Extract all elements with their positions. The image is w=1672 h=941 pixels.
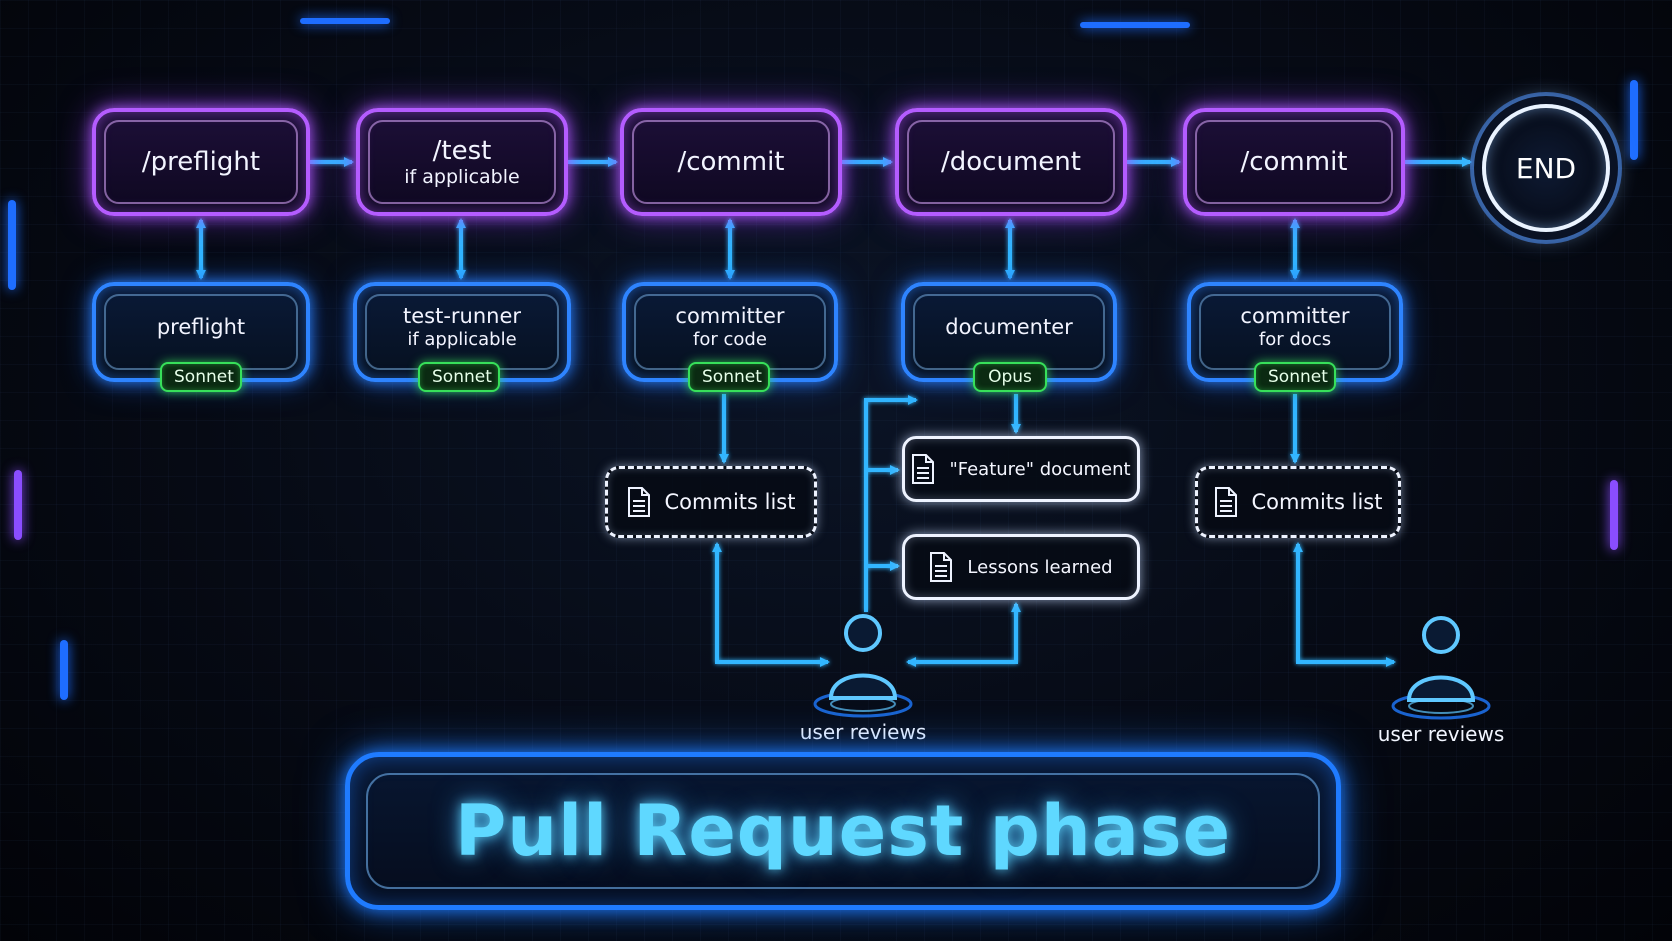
document-label: Commits list — [664, 490, 796, 514]
command-title: /commit — [677, 147, 785, 177]
document-icon — [912, 454, 935, 484]
edge-glow-top-1 — [1080, 22, 1190, 28]
link-commits-list-user-left — [712, 542, 830, 667]
agent-subtitle: for code — [693, 329, 767, 350]
command-commit-code: /commit — [620, 108, 842, 216]
edge-glow-left-2 — [14, 470, 22, 540]
agent-title: test-runner — [402, 304, 522, 328]
user-label: user reviews — [799, 720, 927, 744]
user-reviews-left: user reviews — [788, 608, 938, 744]
agent-title: committer — [1240, 304, 1350, 328]
command-commit-docs: /commit — [1183, 108, 1405, 216]
document-icon — [627, 487, 650, 517]
link-lessons-learned-user-left — [906, 602, 1021, 667]
command-test: /test if applicable — [356, 108, 568, 216]
user-label: user reviews — [1377, 722, 1505, 746]
model-badge-test-runner: Sonnet — [418, 362, 500, 392]
document-icon — [930, 552, 953, 582]
document-label: Commits list — [1251, 490, 1383, 514]
document-label: "Feature" document — [949, 458, 1131, 480]
command-document: /document — [895, 108, 1127, 216]
command-title: /preflight — [141, 147, 261, 177]
command-title: /commit — [1240, 147, 1348, 177]
model-badge-committer-docs: Sonnet — [1254, 362, 1336, 392]
document-feature-document: "Feature" document — [902, 436, 1140, 502]
command-subtitle: if applicable — [404, 166, 520, 188]
document-icon — [1214, 487, 1237, 517]
edge-glow-right-1 — [1630, 80, 1638, 160]
command-title: /test — [432, 136, 492, 166]
edge-glow-top-2 — [300, 18, 390, 24]
end-node: END — [1482, 104, 1610, 232]
model-badge-committer-code: Sonnet — [688, 362, 770, 392]
command-preflight: /preflight — [92, 108, 310, 216]
link-commits-list-user-right — [1293, 542, 1396, 667]
agent-subtitle: if applicable — [407, 329, 517, 350]
document-commits-list-code: Commits list — [605, 466, 817, 538]
model-badge-preflight: Sonnet — [160, 362, 242, 392]
command-title: /document — [941, 147, 1081, 177]
diagram-title: Pull Request phase — [454, 790, 1232, 872]
user-reviews-right: user reviews — [1366, 610, 1516, 746]
edge-glow-left-1 — [8, 200, 16, 290]
document-lessons-learned: Lessons learned — [902, 534, 1140, 600]
agent-title: documenter — [945, 314, 1073, 339]
user-icon — [1391, 616, 1491, 720]
agent-subtitle: for docs — [1258, 329, 1332, 350]
user-icon — [813, 614, 913, 718]
agent-title: committer — [675, 304, 785, 328]
edge-glow-right-2 — [1610, 480, 1618, 550]
document-commits-list-docs: Commits list — [1195, 466, 1401, 538]
model-badge-documenter: Opus — [973, 362, 1047, 392]
title-plate: Pull Request phase — [345, 752, 1341, 910]
arrow-user-to-documenter — [864, 395, 918, 612]
agent-title: preflight — [156, 314, 246, 339]
document-label: Lessons learned — [967, 556, 1113, 578]
end-label: END — [1515, 151, 1577, 185]
edge-glow-left-3 — [60, 640, 68, 700]
